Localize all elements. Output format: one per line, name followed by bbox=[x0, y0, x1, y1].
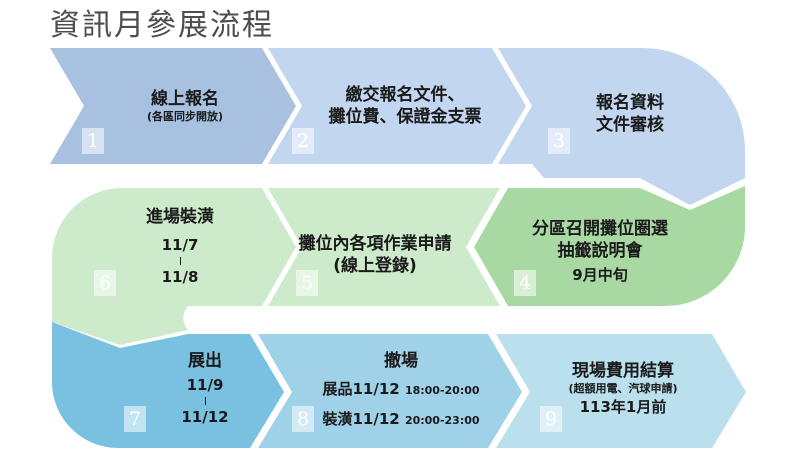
page-title: 資訊月參展流程 bbox=[50, 8, 274, 43]
step-4-uturn-bottom bbox=[474, 186, 745, 307]
step-6-label: 進場裝潢 11/7 11/8 bbox=[120, 206, 240, 288]
step-6-number: 6 bbox=[94, 270, 116, 296]
step-5-arrow bbox=[268, 188, 500, 306]
step-7-label: 展出 11/9 11/12 bbox=[150, 350, 260, 428]
step-8-row-1-date: 11/12 bbox=[352, 380, 400, 398]
step-7-uturn-entry bbox=[52, 322, 284, 448]
step-2-label: 繳交報名文件、 攤位費、保證金支票 bbox=[305, 84, 505, 128]
step-8-row-1-time: 18:00-20:00 bbox=[404, 384, 480, 397]
step-7-date-start: 11/9 bbox=[186, 376, 224, 394]
step-2-arrow bbox=[268, 48, 526, 164]
step-6-date-start: 11/7 bbox=[161, 236, 199, 254]
step-8-title: 撤場 bbox=[384, 351, 418, 371]
step-7-date-end: 11/12 bbox=[181, 408, 229, 426]
step-9-subtitle: (超額用電、汽球申請) bbox=[568, 382, 678, 395]
step-4-line2: 抽籤說明會 bbox=[557, 241, 643, 261]
step-7-number: 7 bbox=[124, 406, 146, 432]
step-1-title: 線上報名 bbox=[151, 89, 219, 109]
step-8-row-2: 裝潢11/12 20:00-23:00 bbox=[316, 408, 486, 432]
step-3-number: 3 bbox=[548, 128, 570, 154]
step-8-label: 撤場 展品11/12 18:00-20:00 裝潢11/12 20:00-23:… bbox=[316, 350, 486, 432]
step-1-label: 線上報名 (各區同步開放) bbox=[110, 88, 260, 124]
step-3-line1: 報名資料 bbox=[596, 93, 664, 113]
step-2-number: 2 bbox=[292, 128, 314, 154]
step-6-date-end: 11/8 bbox=[161, 268, 199, 286]
step-9-title: 現場費用結算 bbox=[572, 361, 674, 381]
step-9-label: 現場費用結算 (超額用電、汽球申請) 113年1月前 bbox=[548, 360, 698, 418]
step-6-title: 進場裝潢 bbox=[146, 207, 214, 227]
step-2-line2: 攤位費、保證金支票 bbox=[328, 107, 482, 127]
step-5-label: 攤位內各項作業申請 (線上登錄) bbox=[275, 233, 475, 277]
step-9-date: 113年1月前 bbox=[579, 398, 667, 416]
step-9-number: 9 bbox=[540, 406, 562, 432]
step-4-line1: 分區召開攤位圈選 bbox=[532, 219, 668, 239]
step-7-title: 展出 bbox=[188, 351, 222, 371]
step-4-date: 9月中旬 bbox=[572, 266, 628, 284]
step-8-row-2-time: 20:00-23:00 bbox=[404, 414, 480, 427]
step-2-line1: 繳交報名文件、 bbox=[345, 85, 465, 105]
step-7-date-divider bbox=[204, 397, 206, 405]
step-5-line1: 攤位內各項作業申請 bbox=[298, 234, 452, 254]
step-1-subtitle: (各區同步開放) bbox=[146, 110, 224, 123]
step-3-label: 報名資料 文件審核 bbox=[570, 92, 690, 136]
step-6-date-divider bbox=[179, 257, 181, 265]
step-8-row-2-label: 裝潢 bbox=[322, 410, 353, 428]
step-4-number: 4 bbox=[514, 270, 536, 296]
step-5-number: 5 bbox=[296, 270, 318, 296]
step-3-uturn-top bbox=[498, 47, 745, 205]
step-8-row-1: 展品11/12 18:00-20:00 bbox=[316, 378, 486, 402]
step-8-row-1-label: 展品 bbox=[322, 380, 353, 398]
step-8-row-2-date: 11/12 bbox=[352, 410, 400, 428]
step-1-arrow bbox=[50, 48, 296, 164]
step-8-number: 8 bbox=[292, 406, 314, 432]
step-3-line2: 文件審核 bbox=[596, 115, 664, 135]
step-1-number: 1 bbox=[82, 128, 104, 154]
step-8-arrow bbox=[258, 334, 522, 448]
step-4-label: 分區召開攤位圈選 抽籤說明會 9月中旬 bbox=[510, 218, 690, 286]
step-6-uturn-left bbox=[52, 188, 296, 345]
step-5-line2: (線上登錄) bbox=[333, 256, 417, 276]
